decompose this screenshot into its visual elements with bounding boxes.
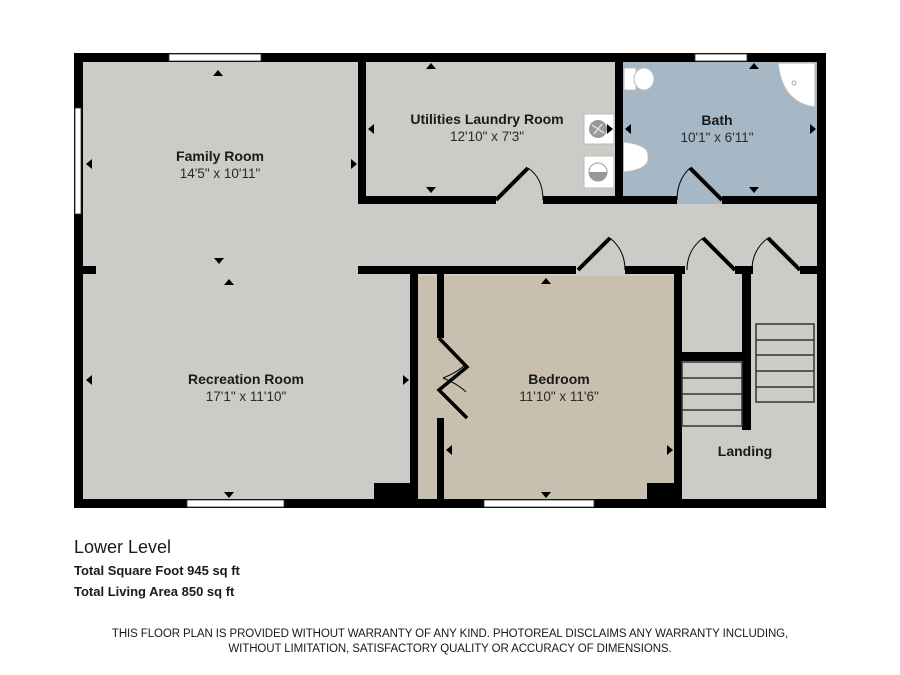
doors[interactable] bbox=[436, 166, 802, 420]
window-bedroom-bottom bbox=[483, 499, 595, 508]
bedroom-door[interactable] bbox=[576, 236, 626, 272]
dimension-markers bbox=[86, 63, 816, 498]
stair-door-left[interactable] bbox=[686, 236, 737, 272]
room-bath: Bath 10'1" x 6'11" bbox=[680, 112, 753, 146]
total-living-area: Total Living Area 850 sq ft bbox=[74, 584, 235, 599]
window-family-left bbox=[74, 107, 82, 215]
total-square-foot: Total Square Foot 945 sq ft bbox=[74, 563, 240, 578]
room-dimensions: 10'1" x 6'11" bbox=[680, 130, 754, 145]
room-name: Utilities Laundry Room bbox=[410, 111, 564, 127]
sink-icon bbox=[623, 140, 649, 174]
room-name: Landing bbox=[717, 443, 773, 459]
stairs-icon bbox=[681, 323, 815, 427]
room-recreation: Recreation Room 17'1" x 11'10" bbox=[188, 371, 304, 405]
room-name: Recreation Room bbox=[188, 371, 304, 387]
room-landing: Landing bbox=[718, 443, 772, 460]
walls bbox=[74, 53, 826, 508]
room-utilities-laundry: Utilities Laundry Room 12'10" x 7'3" bbox=[410, 111, 563, 145]
room-name: Bedroom bbox=[528, 371, 590, 387]
room-dimensions: 14'5" x 10'11" bbox=[179, 166, 261, 181]
corner-shower-icon bbox=[777, 62, 816, 108]
window-rec-bottom bbox=[186, 499, 285, 508]
bedroom-floor bbox=[418, 276, 676, 502]
room-dimensions: 11'10" x 11'6" bbox=[519, 389, 599, 404]
washer-icon bbox=[583, 113, 615, 145]
room-dimensions: 17'1" x 11'10" bbox=[205, 389, 287, 404]
windows bbox=[74, 53, 748, 508]
laundry-door[interactable] bbox=[494, 166, 544, 202]
window-bath-top bbox=[694, 53, 748, 62]
toilet-icon bbox=[623, 67, 655, 91]
floor-plan bbox=[74, 53, 826, 508]
dryer-icon bbox=[583, 155, 615, 189]
bath-door[interactable] bbox=[676, 166, 724, 204]
disclaimer-line-2: WITHOUT LIMITATION, SATISFACTORY QUALITY… bbox=[228, 643, 672, 655]
level-title: Lower Level bbox=[74, 537, 172, 557]
disclaimer: THIS FLOOR PLAN IS PROVIDED WITHOUT WARR… bbox=[0, 627, 900, 657]
room-name: Family Room bbox=[176, 148, 264, 164]
window-family-top bbox=[168, 53, 262, 62]
disclaimer-line-1: THIS FLOOR PLAN IS PROVIDED WITHOUT WARR… bbox=[111, 628, 789, 640]
stair-door-right[interactable] bbox=[751, 236, 802, 272]
room-dimensions: 12'10" x 7'3" bbox=[449, 129, 525, 144]
room-bedroom: Bedroom 11'10" x 11'6" bbox=[519, 371, 599, 405]
room-family: Family Room 14'5" x 10'11" bbox=[176, 148, 264, 182]
closet-bifold-door[interactable] bbox=[436, 336, 470, 420]
room-name: Bath bbox=[701, 112, 733, 128]
